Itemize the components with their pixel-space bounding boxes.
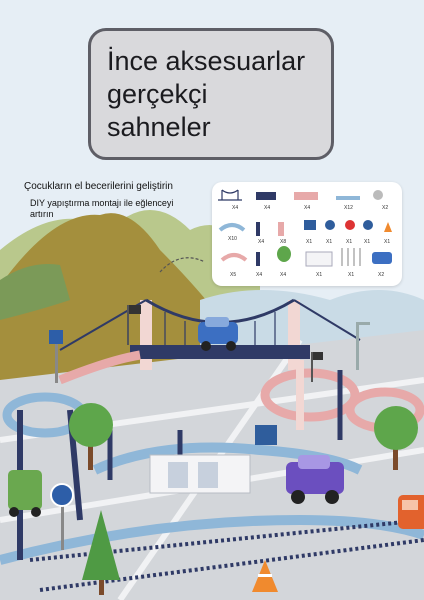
green-toy-car	[8, 470, 42, 517]
checkered-flag	[127, 305, 323, 382]
street-lamp	[356, 322, 370, 370]
part-quantity: X5	[230, 272, 237, 278]
lamp-part-icon	[341, 248, 361, 266]
car-part-icon	[372, 252, 392, 264]
pillar-part-icon	[256, 252, 260, 266]
purple-toy-car	[286, 455, 344, 504]
fence-part-icon	[294, 192, 318, 200]
sign-part-icon	[304, 220, 316, 230]
pillar-part-icon	[256, 222, 260, 236]
part-quantity: X4	[258, 239, 265, 245]
part-quantity: X1	[348, 272, 355, 278]
toy-pine-tree	[82, 510, 120, 595]
rail-part-icon	[256, 192, 276, 200]
part-quantity: X4	[256, 272, 263, 278]
part-quantity: X10	[228, 236, 237, 242]
round-road-sign	[50, 483, 74, 550]
traffic-cone	[252, 560, 278, 592]
blue-toy-car	[198, 317, 238, 351]
caption-main: Çocukların el becerilerini geliştirin	[24, 181, 173, 192]
sign-part-icon	[325, 220, 335, 230]
part-quantity: X1	[346, 239, 353, 245]
part-quantity: X1	[316, 272, 323, 278]
part-quantity: X2	[378, 272, 385, 278]
part-quantity: X4	[280, 272, 287, 278]
sign-part-icon	[363, 220, 373, 230]
headline-line: sahneler	[107, 112, 211, 142]
part-quantity: X1	[326, 239, 333, 245]
headline-line: gerçekçi	[107, 79, 208, 109]
parts-panel: X4 X4 X4 X12 X2 X10 X4 X8 X1 X1 X1 X1 X1…	[212, 182, 402, 286]
curve-part-icon	[218, 223, 246, 232]
toy-station	[149, 425, 277, 494]
orange-toy-car	[398, 495, 424, 529]
toy-tree	[374, 406, 418, 470]
cone-part-icon	[384, 222, 392, 232]
part-quantity: X12	[344, 205, 353, 211]
sign-part-icon	[345, 220, 355, 230]
part-quantity: X4	[304, 205, 311, 211]
station-part-icon	[305, 251, 333, 267]
parts-illustrations	[218, 189, 392, 267]
hill-green	[0, 264, 70, 320]
headline-line: İnce aksesuarlar	[107, 46, 306, 76]
bridge-part-icon	[218, 189, 242, 201]
part-quantity: X4	[232, 205, 239, 211]
part-quantity: X4	[264, 205, 271, 211]
caption-sub: DIY yapıştırma montajı ile eğlenceyi art…	[30, 198, 210, 220]
part-quantity: X1	[364, 239, 371, 245]
toy-tree	[69, 403, 113, 470]
part-quantity: X8	[280, 239, 287, 245]
tree-part-icon	[277, 246, 291, 262]
pointer-arrow	[159, 257, 206, 273]
part-quantity: X1	[306, 239, 313, 245]
pillar-part-icon	[278, 222, 284, 236]
part-quantity: X1	[384, 239, 391, 245]
curve-part-icon	[220, 253, 248, 262]
track-system	[0, 350, 424, 592]
caption-sub-line: artırın	[30, 209, 54, 219]
caption-sub-line: DIY yapıştırma montajı ile eğlenceyi	[30, 198, 174, 208]
parking-sign	[49, 330, 63, 383]
headline-box: İnce aksesuarlar gerçekçi sahneler	[88, 28, 334, 160]
clip-part-icon	[373, 190, 383, 200]
part-quantity: X2	[382, 205, 389, 211]
